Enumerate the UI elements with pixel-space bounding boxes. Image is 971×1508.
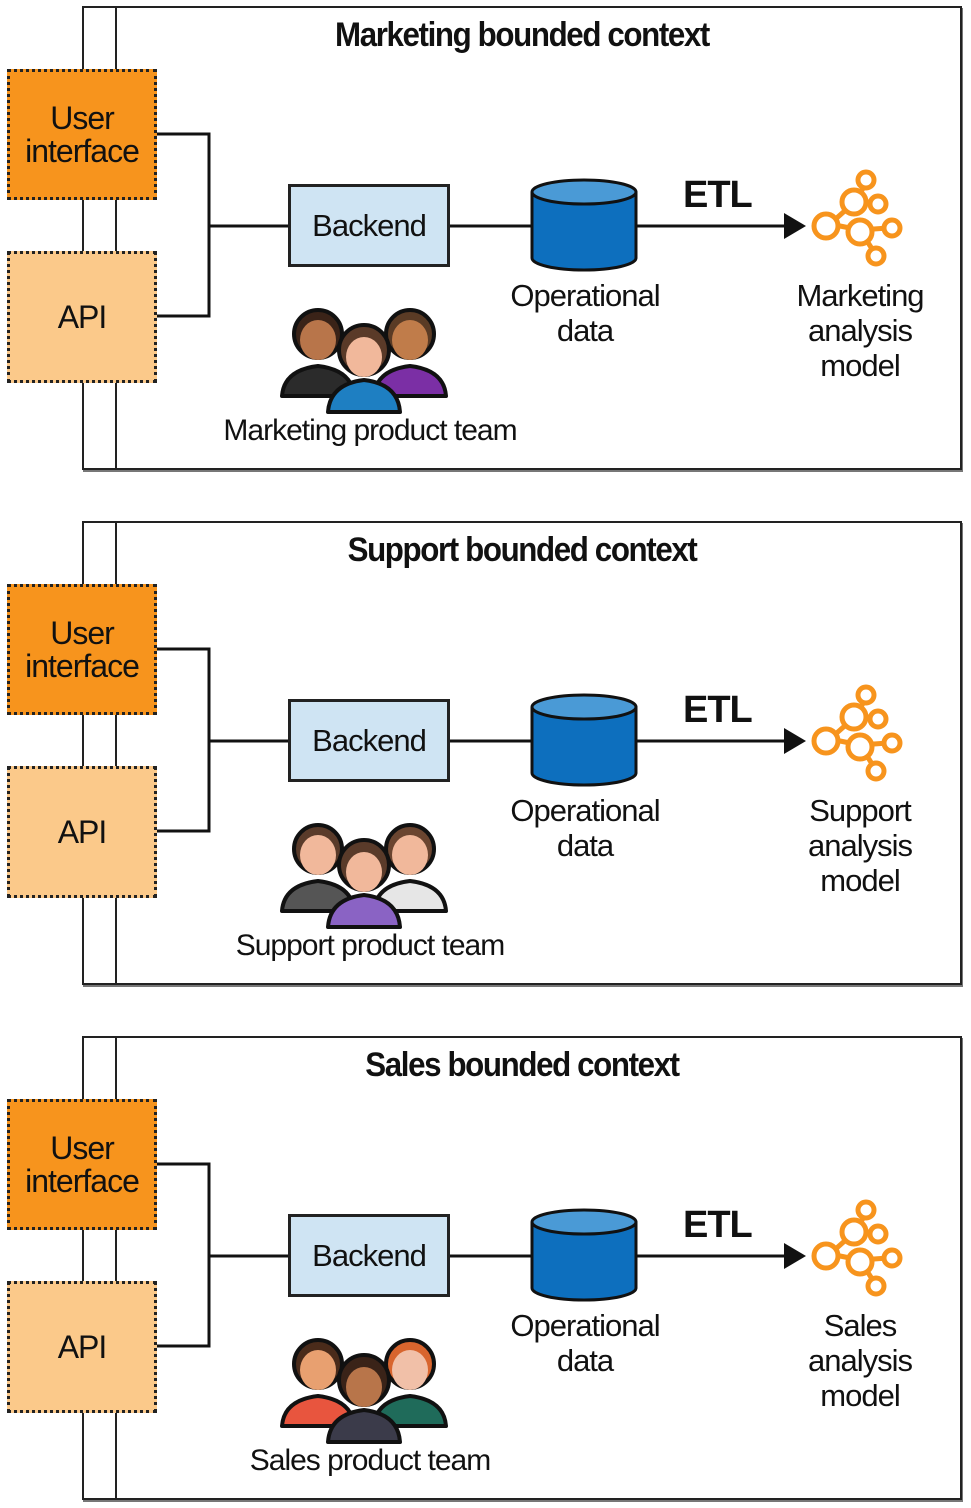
user-interface-box: User interface	[7, 69, 157, 200]
product-team-label: Support product team	[235, 929, 506, 962]
connectors	[115, 6, 806, 468]
analysis-model-label: Marketing analysis model	[780, 278, 940, 383]
model-label-line-3: model	[820, 1378, 900, 1413]
product-team-label: Sales product team	[249, 1444, 491, 1477]
bounded-context-marketing: Marketing bounded context User interface…	[0, 0, 971, 470]
api-box: API	[7, 251, 157, 383]
ui-api-bracket	[157, 1162, 211, 1348]
etl-arrowhead	[784, 213, 806, 239]
product-team-people-icon	[280, 1338, 448, 1444]
model-label-line-1: Marketing	[796, 278, 924, 313]
context-frame	[82, 521, 962, 985]
model-label-line-3: model	[820, 863, 900, 898]
bounded-context-sales: Sales bounded context User interface API…	[0, 1030, 971, 1500]
model-label-line-2: analysis	[808, 313, 913, 348]
operational-data-label: Operational data	[500, 1308, 670, 1378]
user-interface-box: User interface	[7, 1099, 157, 1230]
product-team-people-icon	[280, 308, 448, 414]
model-label-line-3: model	[820, 348, 900, 383]
model-label-line-2: analysis	[808, 1343, 913, 1378]
etl-label: ETL	[683, 1204, 753, 1246]
api-box: API	[7, 1281, 157, 1413]
etl-arrowhead	[784, 1243, 806, 1269]
database-icon	[530, 693, 638, 787]
context-title: Sales bounded context	[365, 1046, 680, 1084]
analysis-model-label: Support analysis model	[780, 793, 940, 898]
etl-arrowhead	[784, 728, 806, 754]
db-label-line-1: Operational	[510, 278, 660, 313]
context-title: Marketing bounded context	[335, 16, 710, 54]
ui-api-bracket	[157, 132, 211, 318]
context-frame	[82, 6, 962, 470]
analysis-model-network-icon	[811, 169, 903, 267]
backend-box: Backend	[288, 184, 450, 267]
db-label-line-2: data	[556, 1343, 614, 1378]
db-label-line-1: Operational	[510, 1308, 660, 1343]
etl-label: ETL	[683, 689, 753, 731]
ui-api-bracket	[157, 647, 211, 833]
context-frame	[82, 1036, 962, 1500]
analysis-model-network-icon	[811, 684, 903, 782]
operational-data-label: Operational data	[500, 793, 670, 863]
api-box: API	[7, 766, 157, 898]
model-label-line-1: Sales	[823, 1308, 898, 1343]
bounded-context-support: Support bounded context User interface A…	[0, 515, 971, 985]
context-title: Support bounded context	[347, 531, 698, 569]
user-interface-box: User interface	[7, 584, 157, 715]
database-icon	[530, 1208, 638, 1302]
backend-box: Backend	[288, 699, 450, 782]
product-team-label: Marketing product team	[223, 414, 517, 447]
analysis-model-label: Sales analysis model	[780, 1308, 940, 1413]
db-label-line-2: data	[556, 313, 614, 348]
db-label-line-1: Operational	[510, 793, 660, 828]
product-team-people-icon	[280, 823, 448, 929]
database-icon	[530, 178, 638, 272]
backend-box: Backend	[288, 1214, 450, 1297]
model-label-line-2: analysis	[808, 828, 913, 863]
model-label-line-1: Support	[809, 793, 912, 828]
connectors	[115, 1036, 806, 1498]
etl-label: ETL	[683, 174, 753, 216]
db-label-line-2: data	[556, 828, 614, 863]
analysis-model-network-icon	[811, 1199, 903, 1297]
connectors	[115, 521, 806, 983]
operational-data-label: Operational data	[500, 278, 670, 348]
